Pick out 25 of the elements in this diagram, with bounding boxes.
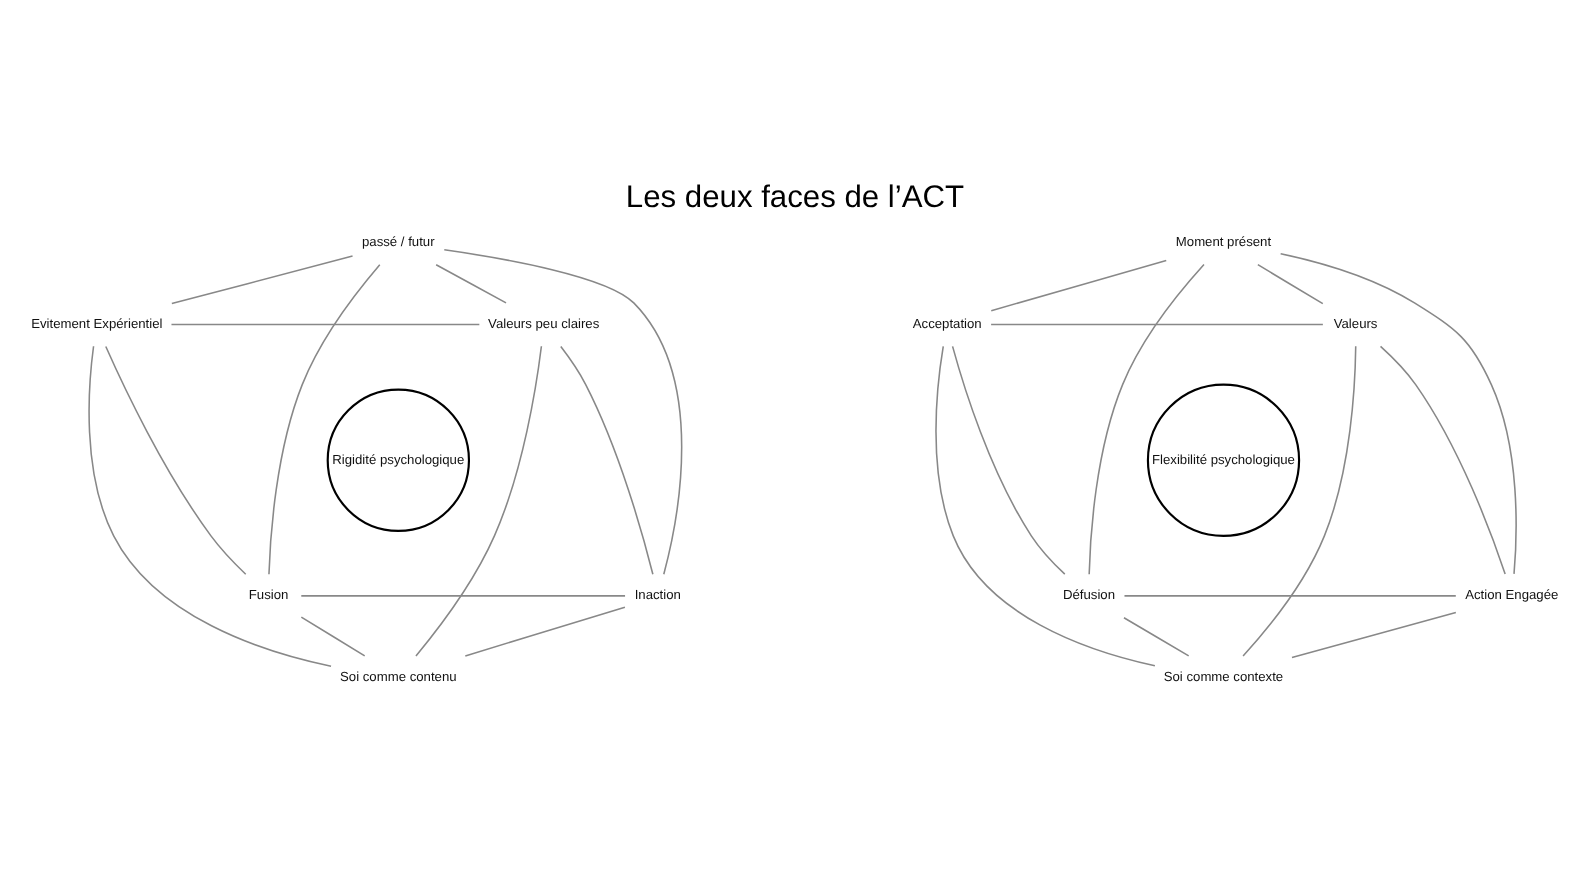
connector — [1123, 594, 1457, 596]
connector — [1242, 344, 1357, 656]
connector — [300, 594, 626, 596]
connector — [464, 605, 626, 656]
connector — [1291, 610, 1457, 658]
connector — [1123, 615, 1190, 656]
connector — [1379, 344, 1506, 574]
connector — [951, 344, 1066, 574]
connector — [990, 258, 1168, 311]
connector — [300, 615, 366, 656]
connector — [105, 344, 247, 574]
connector — [990, 322, 1324, 325]
connector — [435, 262, 507, 303]
connector — [1279, 251, 1517, 574]
connector — [935, 344, 1156, 666]
connector — [171, 254, 354, 304]
connector — [88, 344, 332, 667]
connector — [268, 262, 381, 574]
connector — [1088, 262, 1205, 574]
connector — [170, 322, 481, 325]
connector — [415, 344, 543, 656]
connector — [1257, 262, 1324, 304]
connector — [560, 344, 654, 574]
connector — [443, 248, 683, 574]
diagram-title: Les deux faces de l’ACT — [625, 179, 965, 214]
